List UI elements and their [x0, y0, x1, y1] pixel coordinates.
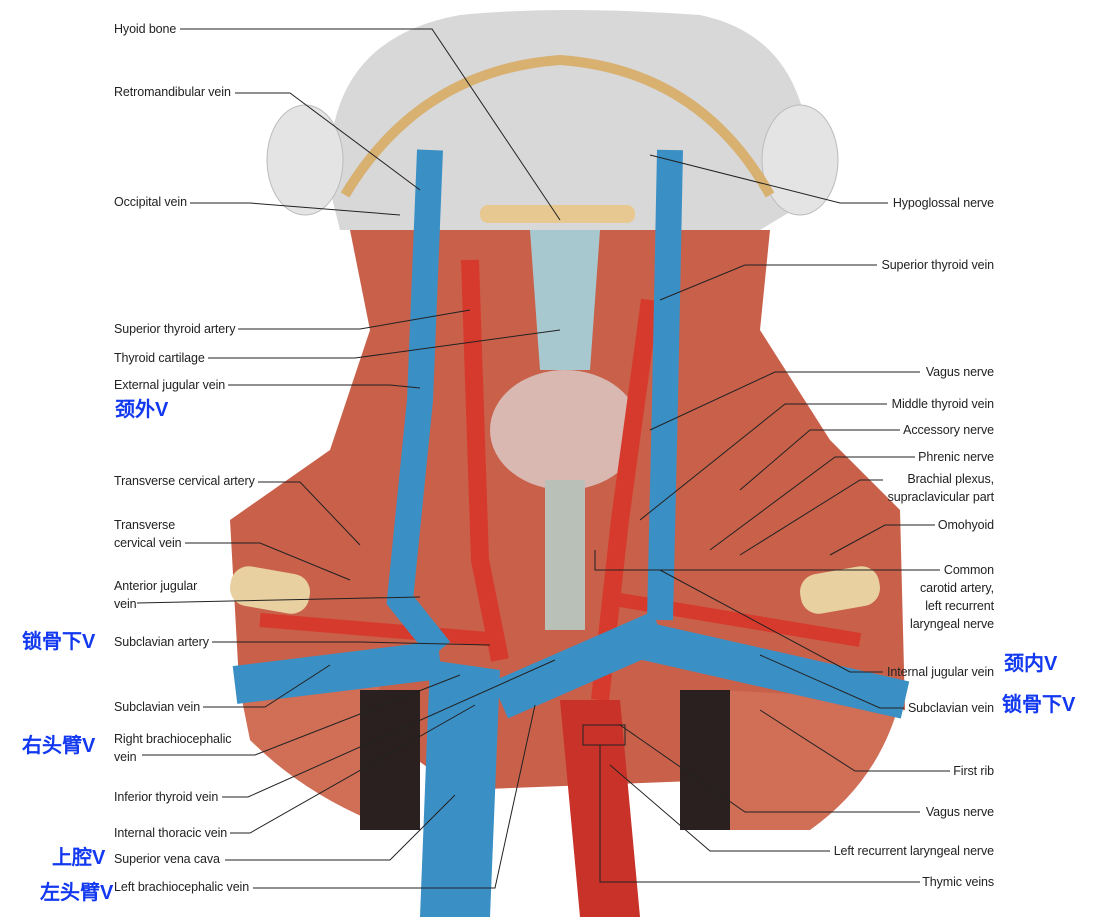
label-superior-thyroid-artery: Superior thyroid artery	[114, 322, 236, 336]
label-internal-jugular-vein: Internal jugular vein	[887, 665, 994, 679]
chest-muscles-left	[240, 680, 380, 820]
left-ear	[761, 104, 839, 216]
right-ear	[266, 104, 344, 216]
annotation-external-jugular: 颈外V	[115, 399, 169, 421]
label-line: laryngeal nerve	[910, 617, 994, 631]
thyroid-cartilage	[530, 230, 600, 370]
leader-lines	[136, 28, 950, 889]
label-left-recurrent-laryngeal-nerve: Left recurrent laryngeal nerve	[833, 844, 994, 858]
label-line: Anterior jugular	[114, 579, 198, 593]
left-clavicle	[799, 566, 881, 614]
label-inferior-thyroid-vein: Inferior thyroid vein	[114, 790, 219, 804]
left-subclavian-vein	[635, 621, 910, 719]
label-omohyoid: Omohyoid	[937, 518, 994, 532]
label-vagus-nerve-upper: Vagus nerve	[925, 365, 994, 379]
right-clavicle	[229, 566, 311, 614]
label-accessory-nerve: Accessory nerve	[903, 423, 994, 437]
label-line: left recurrent	[925, 599, 994, 613]
left-internal-jugular	[647, 149, 683, 621]
label-phrenic-nerve: Phrenic nerve	[918, 450, 994, 464]
label-line: Common	[943, 563, 994, 577]
annotation-superior-vena-cava: 上腔V	[52, 847, 106, 869]
annotation-left-brachiocephalic: 左头臂V	[40, 882, 114, 904]
label-hypoglossal-nerve: Hypoglossal nerve	[892, 196, 994, 210]
thorax-cavity-left	[360, 690, 420, 830]
label-line: Transverse	[114, 518, 176, 532]
label-external-jugular-vein: External jugular vein	[114, 378, 226, 392]
brachiocephalic-left	[491, 611, 669, 719]
right-common-carotid	[461, 259, 509, 662]
mandible	[340, 54, 775, 198]
annotation-internal-jugular: 颈内V	[1004, 653, 1058, 675]
annotation-right-brachiocephalic: 右头臂V	[22, 735, 96, 757]
label-internal-thoracic-vein: Internal thoracic vein	[114, 826, 228, 840]
label-transverse-cervical-artery: Transverse cervical artery	[114, 474, 255, 488]
head-skin	[329, 10, 811, 230]
label-left-brachiocephalic-vein: Left brachiocephalic vein	[114, 880, 250, 894]
label-transverse-cervical-vein: Transverse cervical vein	[114, 516, 182, 552]
label-first-rib: First rib	[953, 764, 994, 778]
thyroid-gland	[490, 370, 640, 490]
label-common-carotid-artery: Common carotid artery, left recurrent laryn…	[910, 561, 994, 633]
annotation-subclavian-right: 锁骨下V	[1002, 694, 1076, 716]
label-superior-thyroid-vein: Superior thyroid vein	[881, 258, 994, 272]
superior-vena-cava-shape	[420, 660, 500, 917]
label-middle-thyroid-vein: Middle thyroid vein	[891, 397, 994, 411]
label-hyoid-bone: Hyoid bone	[114, 22, 177, 36]
label-right-brachiocephalic-vein: Right brachiocephalic vein	[114, 730, 232, 766]
label-line: supraclavicular part	[887, 490, 994, 504]
label-line: Right brachiocephalic	[114, 732, 232, 746]
annotation-subclavian-left: 锁骨下V	[22, 631, 96, 653]
label-subclavian-vein-right: Subclavian vein	[907, 701, 994, 715]
label-line: Brachial plexus,	[907, 472, 994, 486]
subclavian-artery-right	[259, 613, 501, 647]
label-line: carotid artery,	[920, 581, 994, 595]
label-occipital-vein: Occipital vein	[114, 195, 187, 209]
label-retromandibular-vein: Retromandibular vein	[114, 85, 231, 99]
trachea	[545, 480, 585, 630]
label-line: vein	[114, 597, 137, 611]
chest-muscles-right	[720, 690, 900, 830]
label-anterior-jugular-vein: Anterior jugular vein	[114, 577, 197, 613]
label-vagus-nerve-lower: Vagus nerve	[925, 805, 994, 819]
label-line: cervical vein	[114, 536, 182, 550]
label-brachial-plexus: Brachial plexus, supraclavicular part	[888, 470, 994, 506]
label-line: vein	[114, 750, 137, 764]
hyoid	[480, 205, 635, 223]
thorax-cavity-right	[680, 690, 730, 830]
right-internal-jugular	[386, 149, 451, 659]
label-subclavian-vein-left: Subclavian vein	[114, 700, 201, 714]
right-subclavian-vein	[232, 641, 443, 704]
label-thymic-veins: Thymic veins	[922, 875, 994, 889]
label-superior-vena-cava: Superior vena cava	[114, 852, 220, 866]
label-subclavian-artery: Subclavian artery	[114, 635, 209, 649]
label-thyroid-cartilage: Thyroid cartilage	[114, 351, 205, 365]
